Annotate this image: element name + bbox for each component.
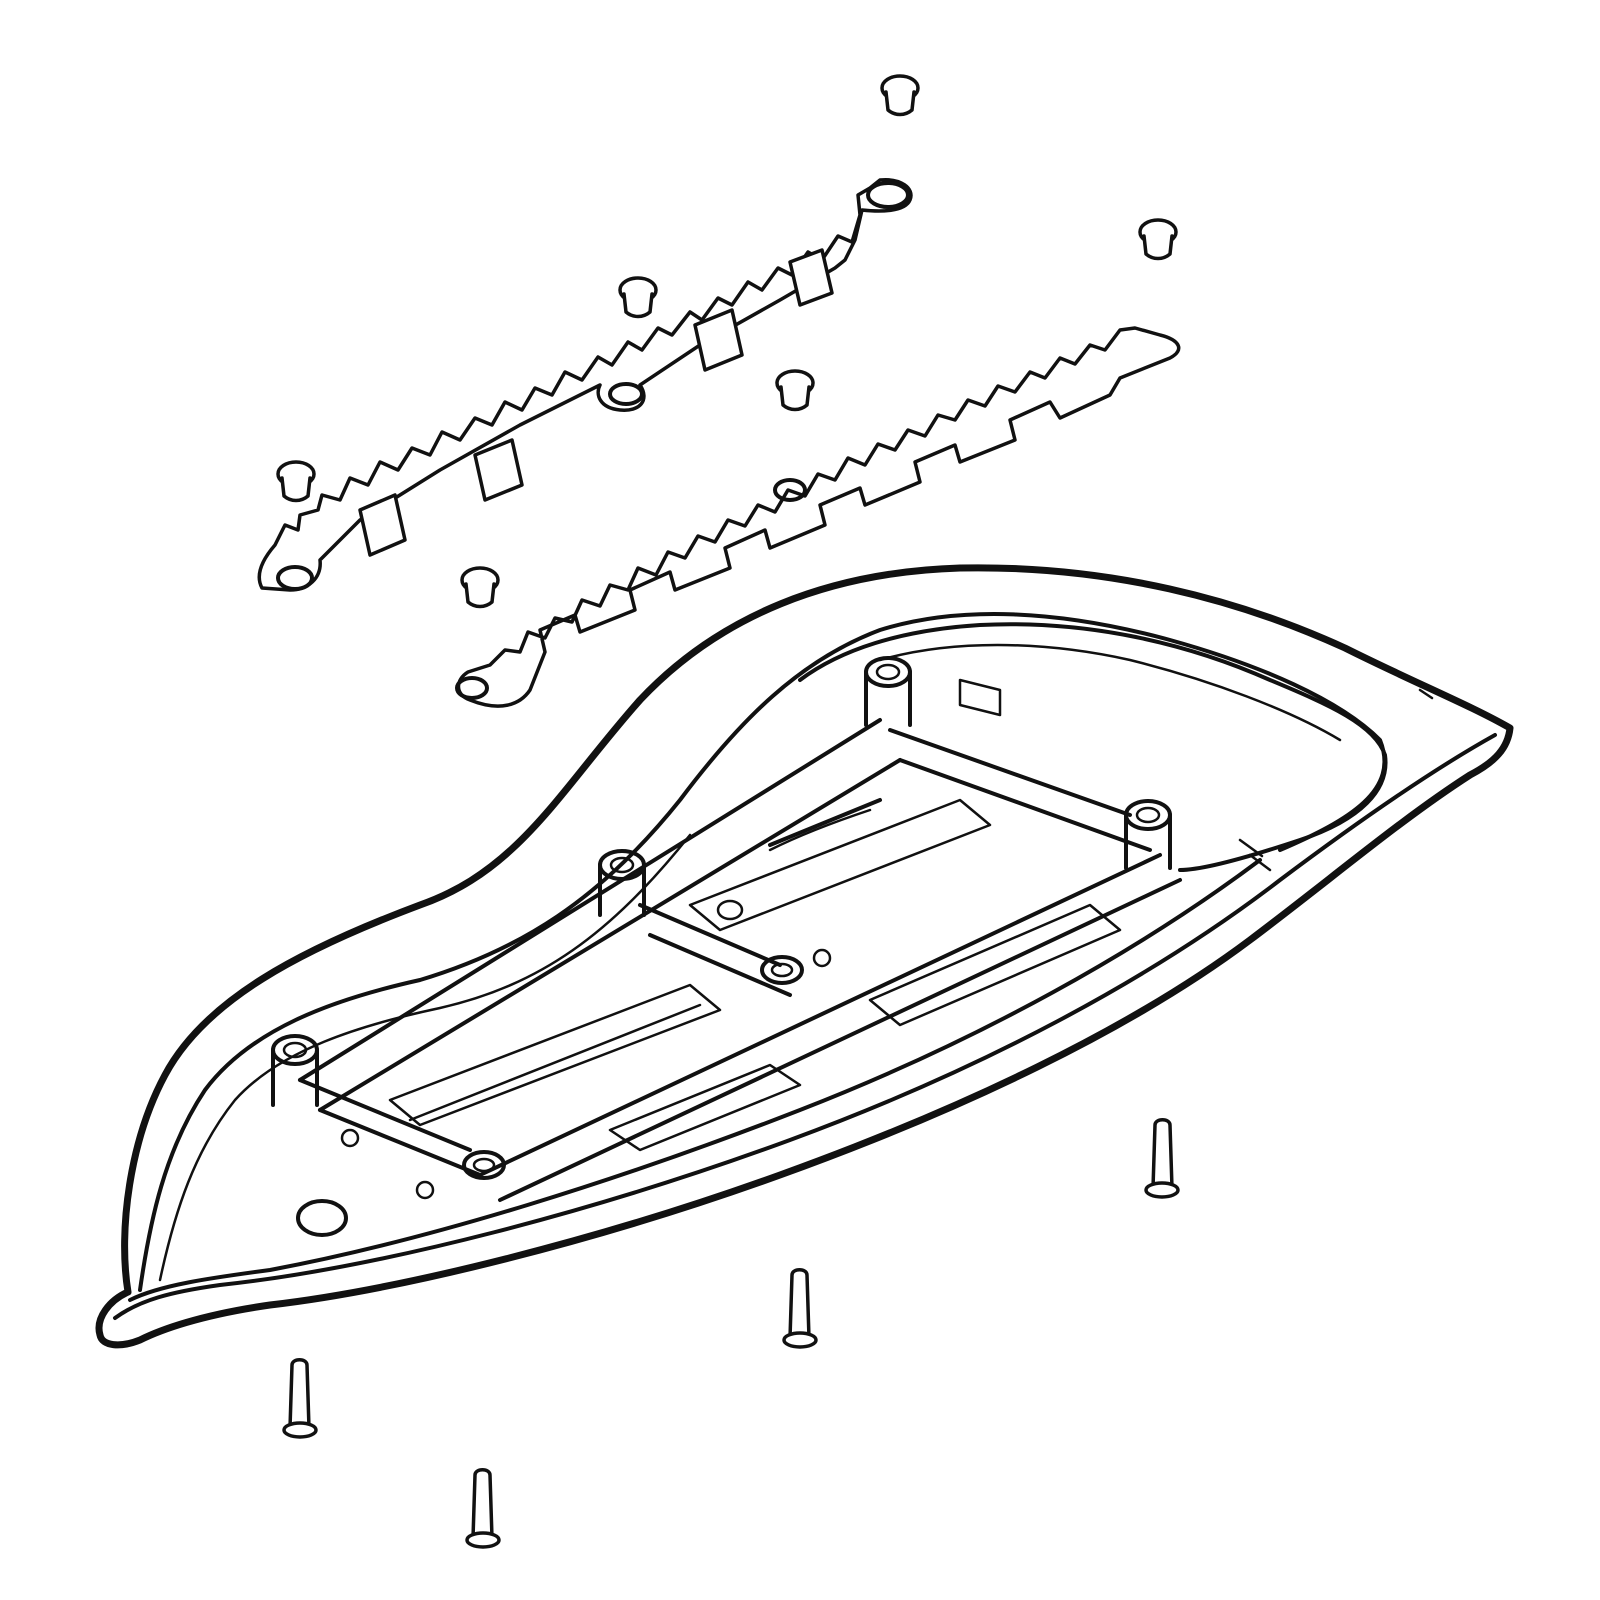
push-clip xyxy=(775,369,815,412)
saddle-rail-right xyxy=(455,326,1181,708)
push-clip xyxy=(1138,218,1178,261)
pin xyxy=(282,1358,318,1439)
saddle-base xyxy=(95,564,1514,1349)
pin xyxy=(1144,1118,1180,1199)
mount-boss xyxy=(462,1150,506,1180)
mount-boss xyxy=(1124,799,1172,870)
mount-boss xyxy=(598,849,646,917)
mount-boss xyxy=(271,1034,319,1107)
mount-boss xyxy=(760,955,804,985)
push-clip xyxy=(880,74,920,117)
mount-boss xyxy=(864,656,912,727)
pin xyxy=(465,1468,501,1549)
pin xyxy=(782,1268,818,1349)
saddle-rail-left xyxy=(257,178,913,592)
push-clip xyxy=(618,276,658,319)
push-clip xyxy=(276,460,316,503)
push-clip xyxy=(460,566,500,609)
